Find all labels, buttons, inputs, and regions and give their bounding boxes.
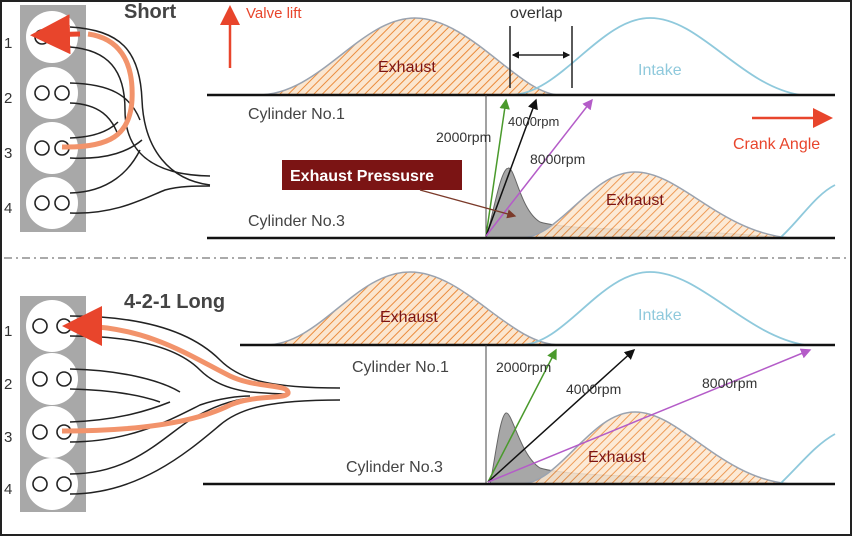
valve-lift-label: Valve lift: [246, 5, 302, 22]
exhaust-curve-cyl3-bottom: [519, 411, 791, 485]
cyl-number-4-top: 4: [4, 200, 12, 217]
cylinder3-label-bottom: Cylinder No.3: [346, 459, 443, 476]
cyl-number-1-bottom: 1: [4, 323, 12, 340]
exhaust-label-cyl1-bottom: Exhaust: [380, 309, 438, 326]
rpm-arrow-8000-bottom: [487, 348, 812, 483]
rpm-label-4000-bottom: 4000rpm: [566, 381, 621, 397]
rpm-arrow-4000-bottom: [487, 348, 636, 483]
cyl-number-3-top: 3: [4, 145, 12, 162]
cyl-number-2-top: 2: [4, 90, 12, 107]
exhaust-label-cyl3-top: Exhaust: [606, 192, 664, 209]
intake-curve-bottom: [519, 271, 806, 346]
rpm-label-8000-top: 8000rpm: [530, 151, 585, 167]
intake-curve-cyl3-top: [779, 184, 836, 239]
exhaust-pressure-pointer: [419, 189, 517, 219]
title-short: Short: [124, 1, 177, 23]
exhaust-curve-cyl1-top: [257, 17, 561, 96]
rpm-label-2000-top: 2000rpm: [436, 129, 491, 145]
intake-curve-cyl3-bottom: [779, 433, 836, 485]
rpm-label-4000-top: 4000rpm: [508, 114, 559, 129]
long-manifold: [69, 315, 341, 495]
rpm-arrow-2000-top: [485, 98, 510, 237]
title-long: 4-2-1 Long: [124, 291, 225, 313]
exhaust-pressure-label: Exhaust Pressusre: [290, 168, 434, 185]
cylinder1-label-bottom: Cylinder No.1: [352, 359, 449, 376]
engine-block-top: [20, 5, 86, 232]
intake-label-top: Intake: [638, 62, 682, 79]
exhaust-flow-top: [61, 31, 135, 150]
engine-block-bottom: [20, 296, 86, 512]
rpm-label-8000-bottom: 8000rpm: [702, 375, 757, 391]
rpm-arrow-2000-bottom: [487, 348, 557, 483]
intake-label-bottom: Intake: [638, 307, 682, 324]
short-manifold: [69, 26, 211, 214]
cyl-number-1-top: 1: [4, 35, 12, 52]
cylinder1-label-top: Cylinder No.1: [248, 106, 345, 123]
rpm-arrow-4000-top: [485, 98, 538, 237]
exhaust-curve-cyl1-bottom: [264, 271, 561, 346]
exhaust-curve-cyl3-top: [519, 171, 791, 239]
exhaust-label-cyl3-bottom: Exhaust: [588, 449, 646, 466]
exhaust-flow-bottom: [61, 323, 291, 434]
reflected-pulse-arrow-top: [30, 14, 81, 55]
cyl-number-3-bottom: 3: [4, 429, 12, 446]
exhaust-label-cyl1-top: Exhaust: [378, 59, 436, 76]
cylinder3-label-top: Cylinder No.3: [248, 213, 345, 230]
crank-angle-label: Crank Angle: [733, 136, 820, 153]
cyl-number-2-bottom: 2: [4, 376, 12, 393]
intake-curve-top: [509, 17, 801, 96]
cyl-number-4-bottom: 4: [4, 481, 12, 498]
exhaust-pressure-badge: [282, 160, 462, 190]
overlap-label: overlap: [510, 5, 563, 22]
rpm-label-2000-bottom: 2000rpm: [496, 359, 551, 375]
